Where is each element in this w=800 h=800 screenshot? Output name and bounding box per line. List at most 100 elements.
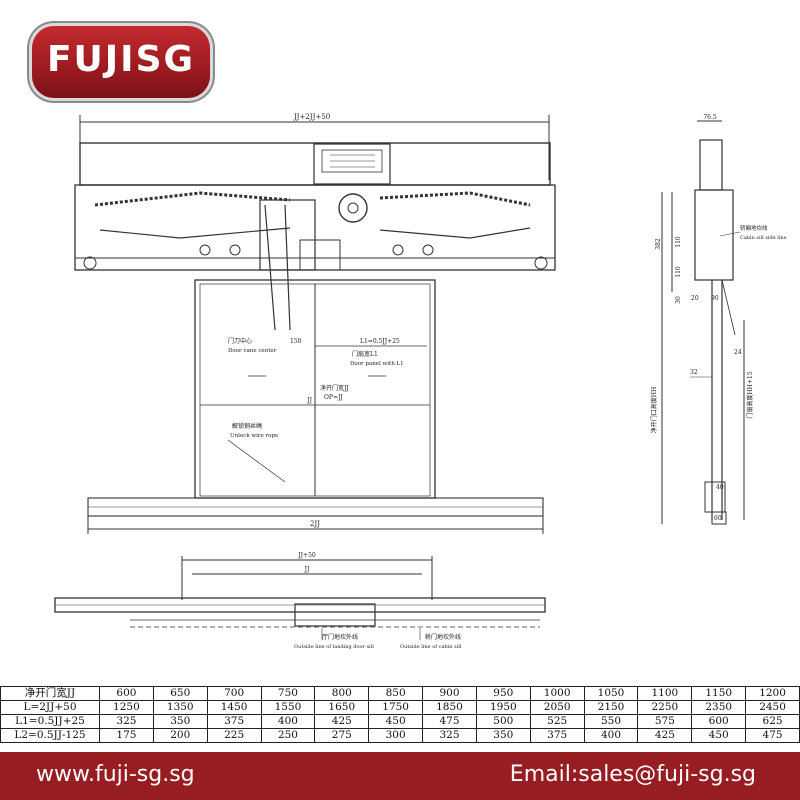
spec-cell: 425: [314, 714, 370, 729]
door-panel-cn: 门扇宽L1: [352, 350, 378, 358]
spec-cell: 2250: [637, 700, 693, 715]
spec-cell: 1350: [152, 700, 208, 715]
footer-banner: www.fuji-sg.sg Email:sales@fuji-sg.sg: [0, 752, 800, 800]
spec-cell: 325: [99, 714, 154, 729]
spec-cell: 2150: [583, 700, 639, 715]
spec-cell: 350: [152, 714, 208, 729]
spec-row-label: L1=0.5JJ+25: [0, 714, 100, 729]
clear-opening-op: OP=JJ: [324, 394, 343, 401]
unlock-rope-cn: 解锁钢丝绳: [232, 422, 262, 430]
bottom-landing-sill-en: Outside line of landing door sill: [294, 644, 374, 650]
email-link[interactable]: Email:sales@fuji-sg.sg: [509, 762, 756, 787]
side-dim-24: 24: [734, 349, 742, 356]
bottom-cabin-sill-cn: 轿门地坎外线: [425, 633, 461, 641]
spec-cell: 1000: [529, 686, 585, 701]
side-dim-110a: 110: [675, 236, 682, 248]
spec-cell: 400: [583, 728, 639, 743]
spec-cell: 650: [152, 686, 208, 701]
spec-cell: 600: [691, 714, 747, 729]
unlock-rope-en: Unlock wire rope: [230, 433, 278, 439]
side-dim-60: 60: [714, 515, 722, 522]
spec-cell: 225: [206, 728, 262, 743]
spec-cell: 450: [368, 714, 424, 729]
dim-150: 150: [290, 338, 302, 345]
door-vane-center-en: Door vane center: [228, 348, 277, 354]
side-dim-110b: 110: [675, 266, 682, 278]
spec-cell: 575: [637, 714, 693, 729]
spec-cell: 375: [206, 714, 262, 729]
side-dim-40: 40: [716, 484, 724, 491]
spec-cell: 175: [99, 728, 154, 743]
technical-drawing: JJ+2JJ+50: [54, 113, 787, 650]
spec-cell: 1750: [368, 700, 424, 715]
spec-row-label: L2=0.5JJ-125: [0, 728, 100, 743]
spec-cell: 1150: [691, 686, 747, 701]
spec-cell: 2450: [745, 700, 800, 715]
front-jj-label: JJ: [306, 397, 312, 404]
brand-logo-text: FUJISG: [46, 39, 196, 80]
spec-cell: 475: [745, 728, 800, 743]
side-dim-30: 30: [675, 296, 682, 304]
spec-cell: 700: [206, 686, 262, 701]
front-top-dim: JJ+2JJ+50: [293, 113, 330, 121]
door-panel-en: Door panel with L1: [350, 361, 404, 367]
side-cabin-sill-en: Cabin sill side line: [740, 235, 787, 241]
front-bottom-dim: 2JJ: [310, 520, 320, 528]
spec-cell: 450: [691, 728, 747, 743]
spec-row-label: 净开门宽JJ: [0, 686, 100, 701]
side-top-dim: 76.5: [703, 114, 717, 121]
spec-cell: 900: [422, 686, 477, 701]
spec-cell: 350: [475, 728, 531, 743]
side-dim-32: 32: [690, 369, 698, 376]
bottom-cabin-sill-en: Outside line of cabin sill: [400, 644, 462, 650]
side-dim-90: 90: [711, 295, 719, 302]
spec-cell: 2050: [529, 700, 585, 715]
spec-cell: 475: [422, 714, 477, 729]
spec-cell: 1450: [206, 700, 262, 715]
front-view: JJ+2JJ+50: [74, 113, 556, 534]
website-link[interactable]: www.fuji-sg.sg: [36, 762, 195, 787]
spec-cell: 2350: [691, 700, 747, 715]
l1-dim: L1=0.5JJ+25: [360, 338, 400, 345]
spec-cell: 525: [529, 714, 585, 729]
side-dim-20: 20: [691, 295, 699, 302]
spec-cell: 275: [314, 728, 370, 743]
side-view: 76.5 382 110 110 30 20 90 轿厢地坎线 Cabin si…: [650, 114, 787, 525]
spec-cell: 1250: [99, 700, 154, 715]
spec-cell: 1200: [745, 686, 800, 701]
spec-cell: 500: [475, 714, 531, 729]
spec-cell: 375: [529, 728, 585, 743]
spec-cell: 750: [260, 686, 316, 701]
spec-cell: 400: [260, 714, 316, 729]
clear-opening-cn: 净开门宽JJ: [320, 384, 349, 392]
door-vane-center-cn: 门刀中心: [228, 337, 252, 345]
spec-cell: 200: [152, 728, 208, 743]
bottom-dim-jj50: JJ+50: [297, 552, 316, 559]
side-clear-height-cn: 净开门口高度HH: [650, 387, 658, 433]
spec-cell: 550: [583, 714, 639, 729]
bottom-dim-jj: JJ: [304, 566, 310, 573]
spec-cell: 600: [99, 686, 154, 701]
spec-cell: 850: [368, 686, 424, 701]
spec-cell: 625: [745, 714, 800, 729]
spec-cell: 950: [475, 686, 531, 701]
side-cabin-sill-cn: 轿厢地坎线: [740, 224, 768, 232]
spec-cell: 1050: [583, 686, 639, 701]
bottom-view: JJ+50 JJ 厅门地坎外线 Outside line of landing …: [54, 552, 546, 650]
spec-cell: 1850: [422, 700, 477, 715]
spec-row-label: L=2JJ+50: [0, 700, 100, 715]
spec-cell: 1650: [314, 700, 370, 715]
bottom-landing-sill-cn: 厅门地坎外线: [322, 633, 358, 641]
spec-cell: 325: [422, 728, 477, 743]
side-door-height-cn: 门扇高度HH+15: [746, 371, 754, 418]
spec-cell: 1950: [475, 700, 531, 715]
spec-cell: 250: [260, 728, 316, 743]
spec-cell: 425: [637, 728, 693, 743]
spec-cell: 300: [368, 728, 424, 743]
